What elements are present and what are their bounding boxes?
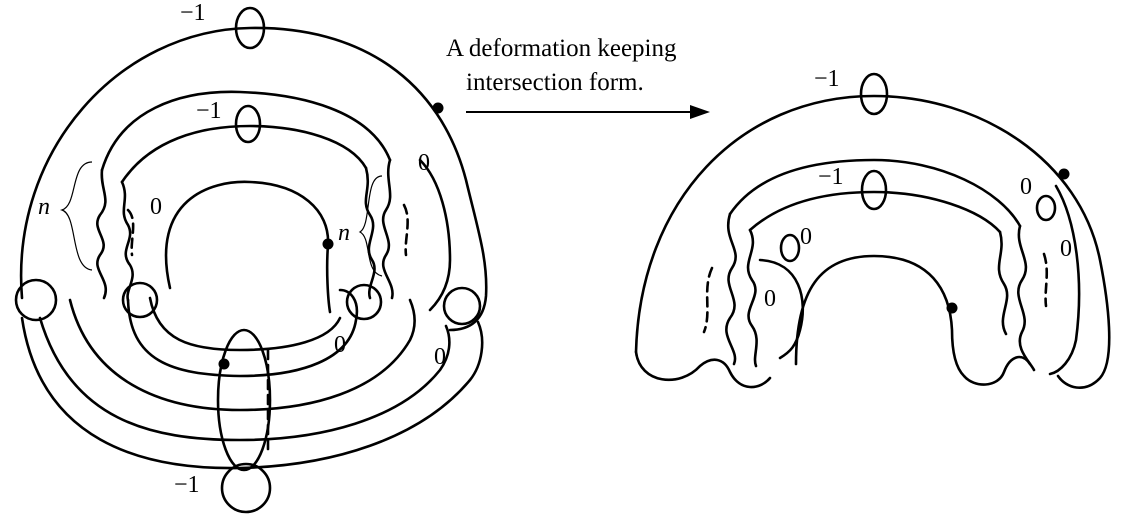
right-twist-brace: [360, 176, 382, 276]
left-zero-label-b: 0: [418, 150, 430, 176]
right-dot-center: [947, 303, 958, 314]
left-band-3: [70, 300, 415, 410]
right-left-twist-1: [726, 214, 735, 364]
right-inner-arch-2: [750, 192, 1000, 232]
right-zero-label-c: 0: [1020, 174, 1032, 200]
right-outer-arch-bottom: [636, 352, 770, 387]
caption-line-1: A deformation keeping: [446, 35, 677, 62]
right-left-twist-2: [748, 230, 757, 366]
left-zero-label-c: 0: [334, 332, 346, 358]
right-kirby-diagram: −1 −1 0 0 0 0: [636, 66, 1109, 388]
right-clasp-circle-2: [444, 288, 480, 324]
left-dot-bottom: [219, 359, 230, 370]
right-right-twist-1: [1018, 226, 1034, 370]
right-center-arch: [796, 256, 1030, 385]
right-top-meridian-circle: [861, 74, 887, 114]
left-twist-strand-1: [97, 170, 105, 298]
bottom-meridian-circle: [222, 464, 270, 512]
right-dot-top: [1059, 169, 1070, 180]
right-zero-label-b: 0: [764, 286, 776, 312]
left-top-framing-label: −1: [180, 0, 206, 26]
right-twist-strand-1: [383, 160, 392, 298]
left-center-arc: [166, 182, 330, 312]
left-twist-count-label: n: [38, 194, 50, 220]
right-zero-label-a: 0: [800, 224, 812, 250]
left-dot-top-right: [433, 103, 444, 114]
right-twist-strand-2: [366, 168, 375, 298]
right-clasp-circle: [347, 285, 381, 319]
left-inner-framing-label: −1: [196, 98, 222, 124]
left-zero-label-d: 0: [434, 344, 446, 370]
right-inner-framing-label: −1: [818, 164, 844, 190]
left-twist-brace: [62, 162, 92, 270]
right-twist-count-label: n: [338, 220, 350, 246]
right-right-twist-dashed: [1044, 254, 1047, 306]
left-inner-loop: [128, 290, 357, 376]
right-outer-arch: [636, 96, 1109, 388]
arrow-head-icon: [690, 105, 710, 119]
right-small-loop-left: [781, 235, 799, 261]
left-clasp-circle: [16, 280, 56, 320]
right-inner-meridian-circle: [862, 171, 886, 209]
right-small-loop-right: [1037, 196, 1055, 220]
left-bottom-framing-label: −1: [174, 472, 200, 498]
right-right-twist-2: [999, 232, 1007, 334]
right-twist-dashed: [404, 205, 408, 255]
left-outer-band: [21, 28, 486, 330]
left-kirby-diagram: −1 −1 −1 0 0 0 0 n n: [16, 0, 486, 512]
left-horseshoe-inner: [122, 126, 366, 182]
left-dot-center: [323, 239, 334, 250]
caption-line-2: intersection form.: [466, 69, 644, 96]
inner-meridian-circle: [236, 106, 260, 142]
left-band-2: [40, 318, 449, 440]
right-top-framing-label: −1: [814, 66, 840, 92]
deformation-arrow-group: A deformation keeping intersection form.: [446, 35, 710, 119]
left-outer-band-lower: [22, 318, 482, 468]
right-left-twist-dashed: [704, 268, 712, 332]
left-inner-loop-2: [150, 298, 340, 350]
right-hook-loop: [420, 160, 450, 310]
left-zero-label-a: 0: [150, 194, 162, 220]
right-zero-label-d: 0: [1060, 236, 1072, 262]
